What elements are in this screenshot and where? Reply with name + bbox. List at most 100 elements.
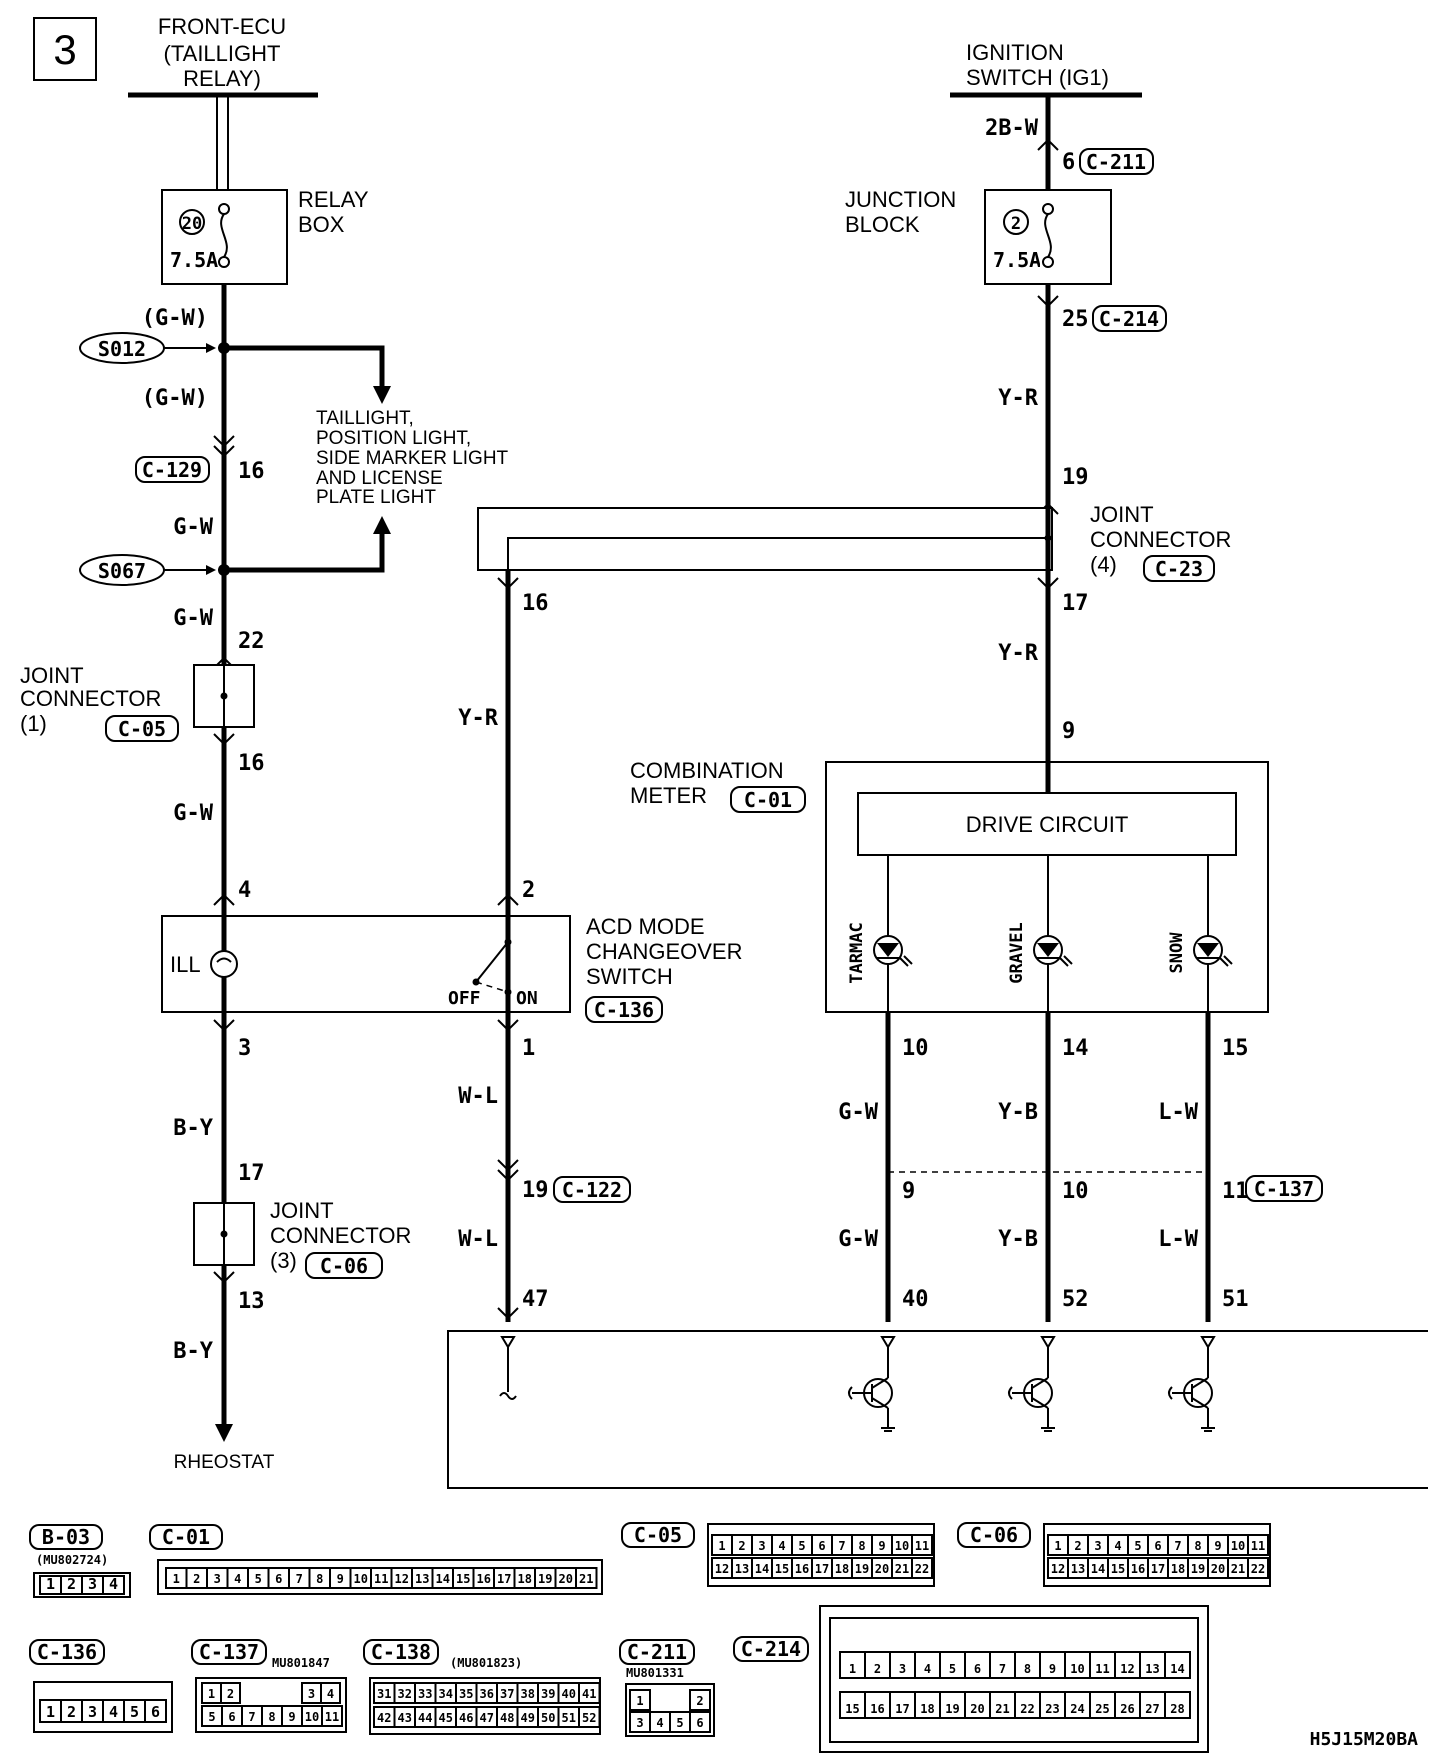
pin-cell [911,1534,933,1556]
switch-blade [475,941,509,983]
pin-number: 14 [436,1572,450,1586]
terminal-triangle-icon [1200,1336,1216,1349]
pin-number: 4 [656,1716,663,1730]
pin-number: 11 [325,1710,339,1724]
connector-chevron [213,435,235,448]
ignition-line1: IGNITION [966,40,1064,65]
pin-number: 1 [849,1662,856,1676]
pin-number: 22 [1251,1562,1265,1576]
pin-number: 9 [1049,1662,1056,1676]
pointer-arrow-icon [206,565,216,575]
connector-c23-tag [1143,555,1215,582]
pin-10-c137: 10 [1062,1179,1089,1204]
connector-c136: C-136 [594,998,654,1022]
pin-number: 6 [818,1539,825,1553]
wire-color-gw-2: (G-W) [142,386,208,411]
splice-s012: S012 [98,337,146,361]
connector-c122: C-122 [562,1178,622,1202]
jb-label-2: BLOCK [845,212,920,237]
pin-number: 12 [1120,1662,1134,1676]
pin-number: 19 [855,1562,869,1576]
ill-label: ILL [170,952,201,977]
transistor-emitter [1191,1397,1209,1409]
wire-color-yr-1: Y-R [998,386,1038,411]
pin-number: 18 [1171,1562,1185,1576]
joint3-line2: CONNECTOR [270,1223,411,1248]
pin-cell [321,1705,343,1727]
pin-number: 19 [1191,1562,1205,1576]
terminal-triangle-icon [500,1336,516,1349]
pin-number: 32 [398,1687,412,1701]
pin-cell [1247,1557,1269,1579]
pin-cell [102,1575,125,1595]
pin-25: 25 [1062,307,1089,332]
pin-number: 45 [439,1711,453,1725]
pin-number: 31 [377,1687,391,1701]
pin-number: 17 [1151,1562,1165,1576]
wire-color-by-1: B-Y [173,1116,213,1141]
pin-number: 23 [1045,1702,1059,1716]
transistor-tarmac [848,1336,896,1432]
pin-number: 1 [718,1539,725,1553]
pin-number: 2 [67,1703,76,1721]
ecu-box [447,1330,1428,1489]
connector-c05: C-05 [118,717,166,741]
tarmac-indicator: TARMAC [847,855,913,1322]
gravel-label: GRAVEL [1007,922,1027,983]
pin-number: 37 [500,1687,514,1701]
pin-number: 49 [521,1711,535,1725]
arrow-up-icon [373,516,391,534]
pin-number: 44 [418,1711,432,1725]
jb-label-1: JUNCTION [845,187,956,212]
pin-number: 5 [676,1716,683,1730]
legend-c211: C-211 [627,1640,687,1664]
pin-number: 4 [1114,1539,1121,1553]
connector-c137-tag [1245,1175,1323,1202]
pin-number: 12 [715,1562,729,1576]
pin-number: 1 [1054,1539,1061,1553]
legend-b03-tag [29,1524,103,1550]
wire-color-yr-2: Y-R [998,641,1038,666]
rheostat-arrow [215,1424,233,1442]
pin-number: 9 [878,1539,885,1553]
connector-chevron [213,1271,235,1284]
pin-number: 2 [227,1687,234,1701]
wire-color-gw-4: G-W [173,606,213,631]
joint3-line3: (3) [270,1248,297,1273]
pin-number: 8 [316,1572,323,1586]
legend-b03: B-03 [42,1525,90,1549]
pin-number: 34 [439,1687,453,1701]
pin-number: 16 [870,1702,884,1716]
legend-c214-tag [733,1636,809,1662]
pin-14: 14 [1062,1036,1089,1061]
wire-color-wl-1: W-L [458,1084,498,1109]
splice-s067: S067 [98,559,146,583]
pin-number: 1 [46,1575,55,1593]
pin-number: 4 [109,1703,118,1721]
pin-3: 3 [238,1036,251,1061]
pin-cell [578,1706,601,1728]
connector-chevron-up [497,893,519,906]
pin-number: 46 [459,1711,473,1725]
connector-c06-tag [305,1252,383,1279]
pin-number: 2 [193,1572,200,1586]
connector-c23: C-23 [1155,557,1203,581]
pin-number: 8 [1024,1662,1031,1676]
ill-filament [216,957,232,963]
pin-number: 27 [1145,1702,1159,1716]
pin-number: 1 [173,1572,180,1586]
wire-color-by-2: B-Y [173,1339,213,1364]
pin-number: 6 [696,1716,703,1730]
input-tilde [499,1392,517,1400]
legend-c214: C-214 [741,1637,801,1661]
wire-color-gw-1: (G-W) [142,306,208,331]
front-ecu-line2: (TAILLIGHT [164,41,281,66]
pin-19-c122: 19 [522,1178,549,1203]
joint1-line1: JOINT [20,663,84,688]
pin-number: 5 [208,1710,215,1724]
pin-number: 19 [945,1702,959,1716]
pin-16-joint1: 16 [238,751,265,776]
